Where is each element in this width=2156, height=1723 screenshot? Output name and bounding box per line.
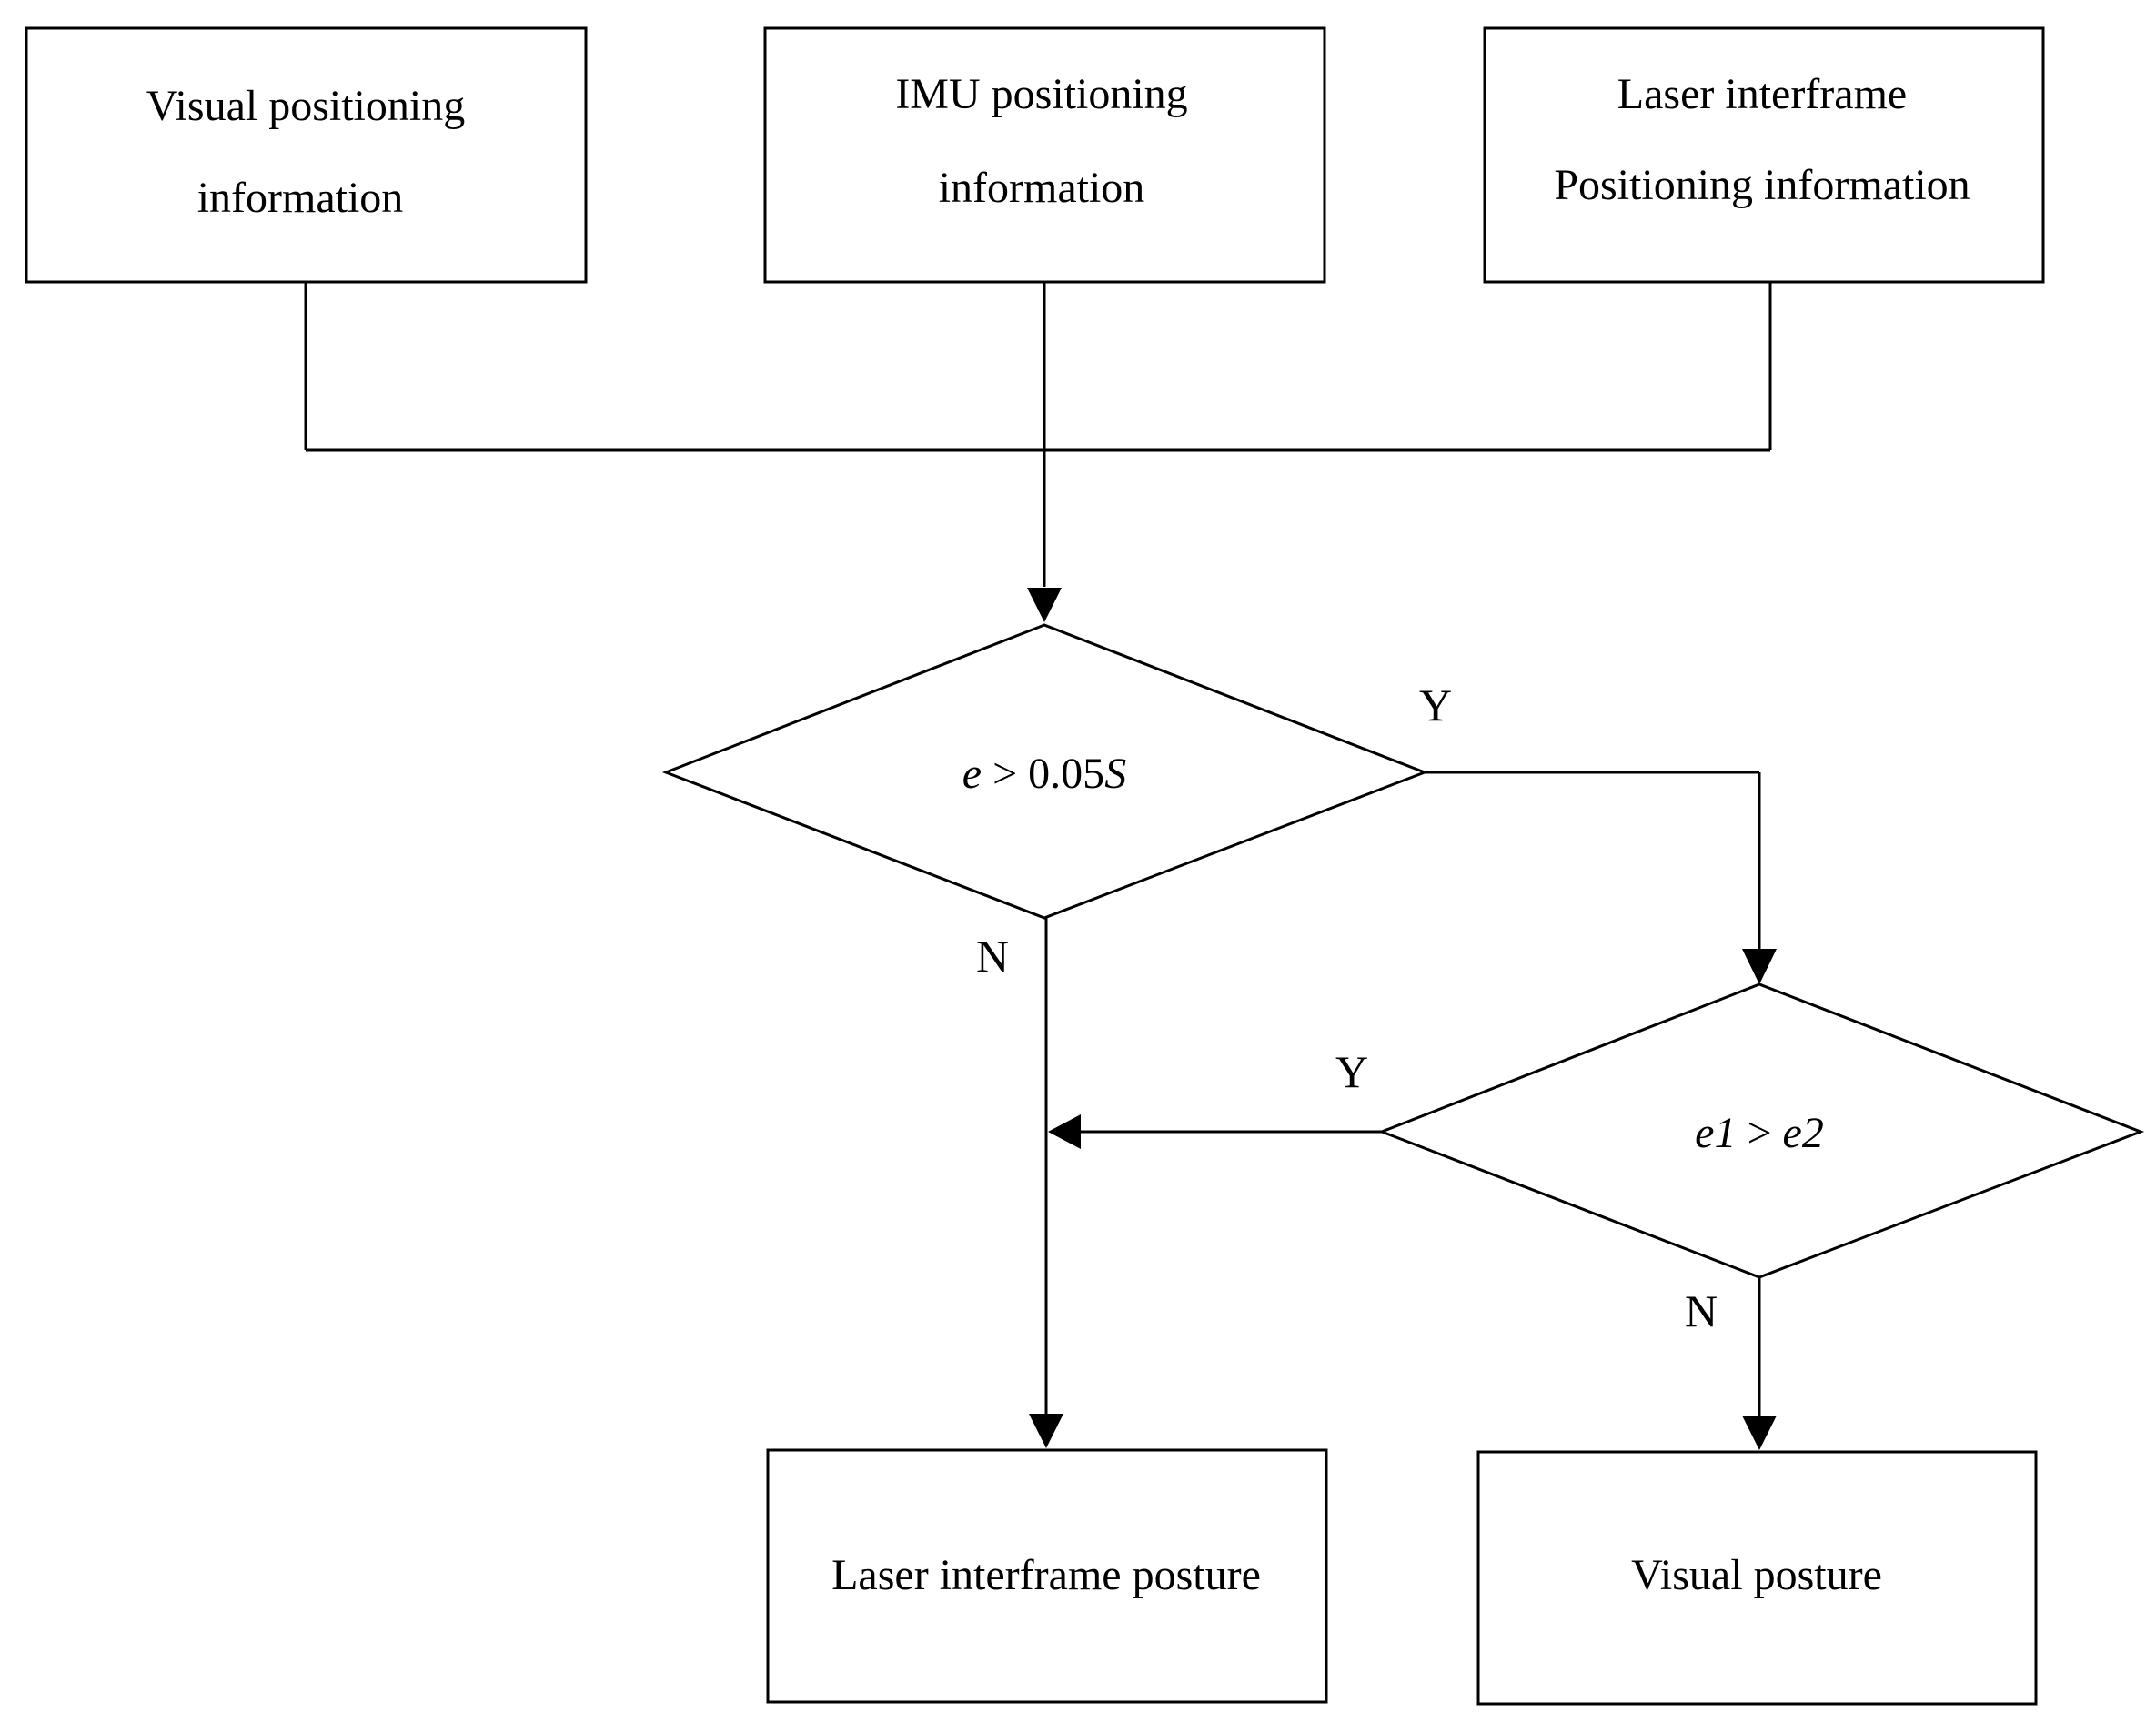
arrow-to-decision1	[1027, 588, 1062, 622]
arrow-to-main-line	[1048, 1114, 1081, 1149]
decision-e-threshold: e > 0.05S	[661, 623, 1429, 920]
laser-positioning-box: Laser interframe Positioning information	[1483, 26, 2045, 284]
decision1-no-label: N	[976, 931, 1009, 982]
visual-posture-label: Visual posture	[1631, 1551, 1882, 1599]
merge-connector	[304, 282, 1772, 587]
decision1-yes-label: Y	[1419, 680, 1452, 731]
laser-posture-label: Laser interframe posture	[831, 1551, 1261, 1599]
visual-positioning-line1: Visual positioning	[146, 82, 465, 130]
decision2-condition: e1 > e2	[1695, 1109, 1824, 1157]
decision-e1-e2: e1 > e2	[1377, 982, 2145, 1279]
decision1-condition: e > 0.05S	[962, 750, 1126, 798]
decision2-no-label: N	[1685, 1285, 1718, 1336]
arrow-to-laser-posture	[1029, 1414, 1063, 1448]
arrow-to-visual-posture	[1742, 1416, 1777, 1450]
laser-positioning-line1: Laser interframe	[1617, 70, 1907, 118]
decision2-yes-label: Y	[1335, 1046, 1368, 1097]
laser-posture-box: Laser interframe posture	[766, 1448, 1328, 1704]
laser-positioning-line2: Positioning information	[1554, 161, 1970, 209]
visual-positioning-box: Visual positioning information	[25, 26, 588, 284]
imu-positioning-line2: information	[939, 164, 1145, 212]
imu-positioning-box: IMU positioning information	[763, 26, 1326, 284]
decision1-yes-path	[1425, 771, 1761, 949]
imu-positioning-line1: IMU positioning	[895, 70, 1187, 118]
visual-positioning-line2: information	[197, 174, 404, 222]
arrow-to-decision2	[1742, 949, 1777, 984]
visual-posture-box: Visual posture	[1476, 1450, 2038, 1706]
